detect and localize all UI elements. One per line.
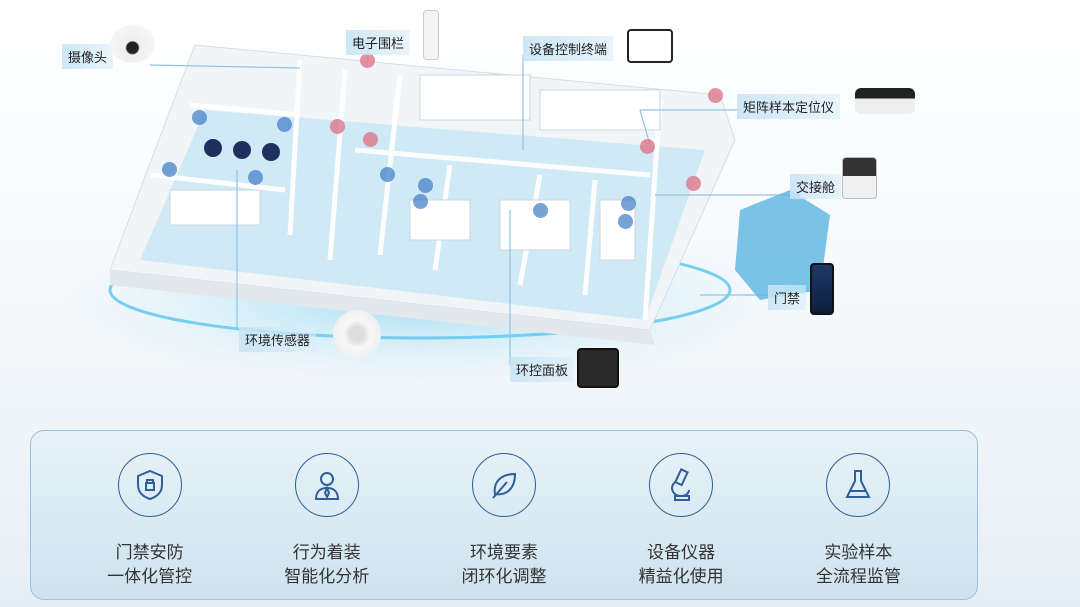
camera-label: 摄像头 bbox=[62, 44, 114, 69]
red-marker[interactable] bbox=[708, 88, 723, 103]
blue-marker[interactable] bbox=[248, 170, 263, 185]
red-marker[interactable] bbox=[360, 53, 375, 68]
control-panel-label: 环控面板 bbox=[510, 357, 575, 382]
feature-title: 门禁安防 bbox=[115, 543, 184, 563]
transfer-hatch-icon bbox=[842, 157, 877, 199]
feature-title: 行为着装 bbox=[292, 543, 361, 563]
blue-marker[interactable] bbox=[277, 117, 292, 132]
flask-icon bbox=[826, 453, 891, 517]
red-marker[interactable] bbox=[363, 132, 378, 147]
tablet-terminal-icon bbox=[627, 29, 673, 63]
door-label: 门禁 bbox=[768, 285, 807, 310]
hatch-label: 交接舱 bbox=[790, 174, 842, 199]
red-marker[interactable] bbox=[640, 139, 655, 154]
feature-title: 实验样本 bbox=[824, 543, 893, 563]
feature-title: 环境要素 bbox=[469, 543, 538, 563]
feature-title: 设备仪器 bbox=[647, 543, 716, 563]
feature-subtitle: 智能化分析 bbox=[284, 567, 370, 587]
control-panel-icon bbox=[577, 348, 619, 388]
blue-marker[interactable] bbox=[618, 214, 633, 229]
door-access-icon bbox=[810, 263, 834, 315]
feature-panel: 门禁安防一体化管控 行为着装智能化分析 环境要素闭环化调整 设备仪器精益化使用 … bbox=[30, 430, 978, 600]
terminal-label: 设备控制终端 bbox=[523, 36, 614, 61]
feature-subtitle: 精益化使用 bbox=[638, 567, 724, 587]
fence-label: 电子围栏 bbox=[346, 30, 411, 55]
leaf-icon bbox=[471, 453, 536, 517]
feature-samples: 实验样本全流程监管 bbox=[783, 431, 933, 589]
blue-marker[interactable] bbox=[162, 162, 177, 177]
blue-marker[interactable] bbox=[413, 194, 428, 209]
blue-marker[interactable] bbox=[621, 196, 636, 211]
shield-lock-icon bbox=[117, 453, 182, 517]
feature-behavior-analysis: 行为着装智能化分析 bbox=[252, 431, 402, 589]
blue-marker[interactable] bbox=[418, 178, 433, 193]
camera-icon bbox=[110, 25, 155, 63]
microscope-icon bbox=[649, 453, 714, 517]
feature-subtitle: 全流程监管 bbox=[815, 567, 901, 587]
feature-access-security: 门禁安防一体化管控 bbox=[75, 431, 225, 589]
electronic-fence-icon bbox=[423, 10, 439, 60]
feature-subtitle: 一体化管控 bbox=[107, 567, 193, 587]
person-icon bbox=[294, 453, 359, 517]
feature-subtitle: 闭环化调整 bbox=[461, 567, 547, 587]
blue-marker[interactable] bbox=[380, 167, 395, 182]
sample-locator-icon bbox=[855, 88, 915, 114]
feature-equipment: 设备仪器精益化使用 bbox=[606, 431, 756, 589]
locator-label: 矩阵样本定位仪 bbox=[737, 94, 841, 119]
sensor-label: 环境传感器 bbox=[239, 327, 317, 352]
blue-marker[interactable] bbox=[533, 203, 548, 218]
feature-environment: 环境要素闭环化调整 bbox=[429, 431, 579, 589]
red-marker[interactable] bbox=[330, 119, 345, 134]
lab-floorplan-scene: 摄像头 电子围栏 设备控制终端 矩阵样本定位仪 交接舱 门禁 环境传感器 环控面… bbox=[60, 10, 915, 388]
red-marker[interactable] bbox=[686, 176, 701, 191]
blue-marker[interactable] bbox=[192, 110, 207, 125]
environment-sensor-icon bbox=[333, 310, 381, 358]
